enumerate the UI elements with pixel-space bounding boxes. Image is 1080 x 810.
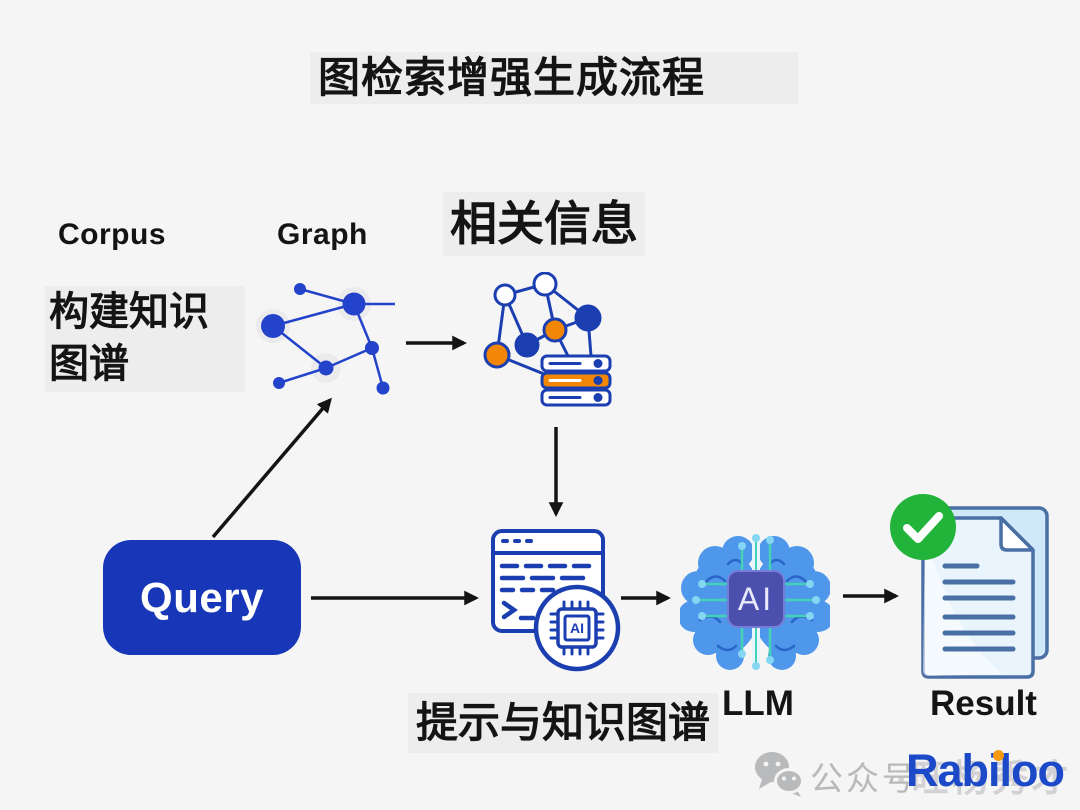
llm-label: LLM (722, 684, 794, 723)
graph-label: Graph (277, 218, 368, 251)
related-info-label: 相关信息 (443, 192, 645, 256)
llm-brain-icon: AI (680, 534, 830, 670)
prompt-ai-chip-text: AI (570, 620, 584, 636)
brain-ai-chip-text: AI (738, 581, 774, 617)
knowledge-graph-server-icon (483, 272, 612, 407)
build-knowledge-graph-label: 构建知识 图谱 (45, 286, 245, 392)
result-label: Result (930, 684, 1037, 723)
corpus-label: Corpus (58, 218, 166, 251)
query-label: Query (140, 573, 264, 621)
wechat-account-label: 公众号 (810, 760, 918, 797)
page-title: 图检索增强生成流程 (310, 52, 798, 104)
query-node: Query (103, 540, 301, 655)
brand-i-dot-icon (993, 750, 1004, 761)
brand-logo: Rabiloo (906, 745, 1065, 796)
watermark-text: ·旺杨秀才 (896, 758, 1072, 799)
success-check-icon (890, 494, 956, 560)
brand-logo-text: Rabiloo (906, 745, 1065, 796)
wechat-icon (755, 752, 804, 797)
graph-network-icon (256, 283, 395, 395)
result-document-icon (890, 494, 1049, 679)
arrow-query-to-graph (211, 397, 332, 539)
prompt-code-window-icon: AI (491, 529, 621, 672)
prompt-kg-label: 提示与知识图谱 (408, 693, 718, 753)
